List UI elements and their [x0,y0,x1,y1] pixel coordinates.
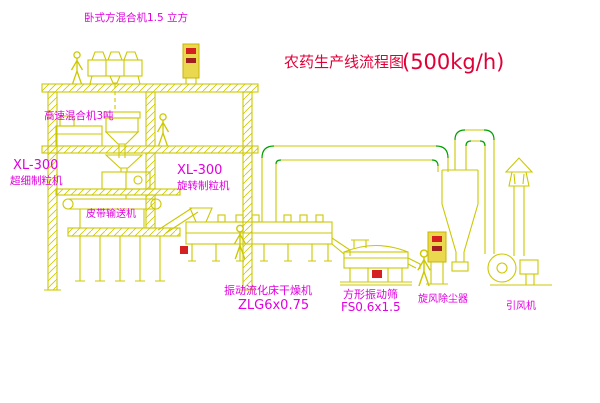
cabinet-display-icon [432,246,442,251]
belt-conveyor [62,198,162,228]
label-dryer-model: ZLG6x0.75 [238,298,309,313]
label-granulator-left-name: 超细制粒机 [10,174,63,187]
worker-figure [156,113,170,147]
induced-draft-fan [487,253,552,286]
label-screen-model: FS0.6x1.5 [341,300,401,314]
label-granulator-center-model: XL-300 [177,163,222,178]
vibrating-screen [340,239,421,286]
screen-motor-icon [372,270,382,278]
cabinet-button-icon [186,48,196,54]
worker-figure [70,51,84,85]
cone-mixer [103,111,141,158]
label-high-speed-mixer: 高速混合机3吨 [44,109,114,122]
exhaust-stack [504,157,534,256]
control-cabinet-top [182,43,200,85]
high-speed-mixer [55,115,103,147]
label-granulator-left-model: XL-300 [13,158,58,173]
label-dryer-name: 振动流化床干燥机 [224,283,312,297]
duct-dryer-to-cyclone [261,145,449,222]
label-granulator-center-name: 旋转制粒机 [177,179,230,192]
horizontal-mixer [87,51,143,110]
fluid-bed-dryer [180,207,351,262]
ground-platform [67,227,181,282]
cyclone-dust-collector [441,129,495,272]
label-fan: 引风机 [506,299,536,312]
diagram-title: 农药生产线流程图 [284,53,404,71]
diagram-title-capacity: (500kg/h) [402,50,504,74]
dryer-motor-icon [180,246,188,254]
cabinet-display-icon [186,58,196,63]
building-frame [41,83,259,291]
label-screen-name: 方形振动筛 [343,287,398,301]
label-belt-conveyor: 皮带输送机 [86,207,136,220]
rotary-granulator [101,171,151,199]
control-cabinet-right [426,231,448,285]
feed-funnel [104,154,144,172]
label-cyclone: 旋风除尘器 [418,292,468,305]
label-horizontal-mixer: 卧式方混合机1.5 立方 [84,11,188,24]
cabinet-button-icon [432,236,442,242]
